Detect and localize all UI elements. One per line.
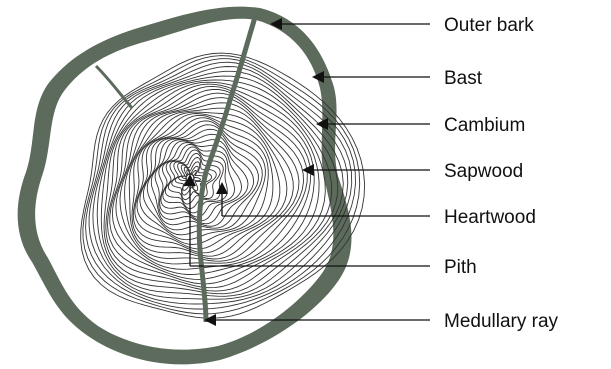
- label-heartwood: Heartwood: [444, 207, 536, 228]
- label-medullary-ray: Medullary ray: [444, 311, 559, 332]
- label-bast: Bast: [444, 68, 483, 89]
- label-sapwood: Sapwood: [444, 161, 523, 182]
- label-outer-bark: Outer bark: [444, 15, 534, 36]
- label-pith: Pith: [444, 257, 477, 278]
- label-cambium: Cambium: [444, 115, 525, 136]
